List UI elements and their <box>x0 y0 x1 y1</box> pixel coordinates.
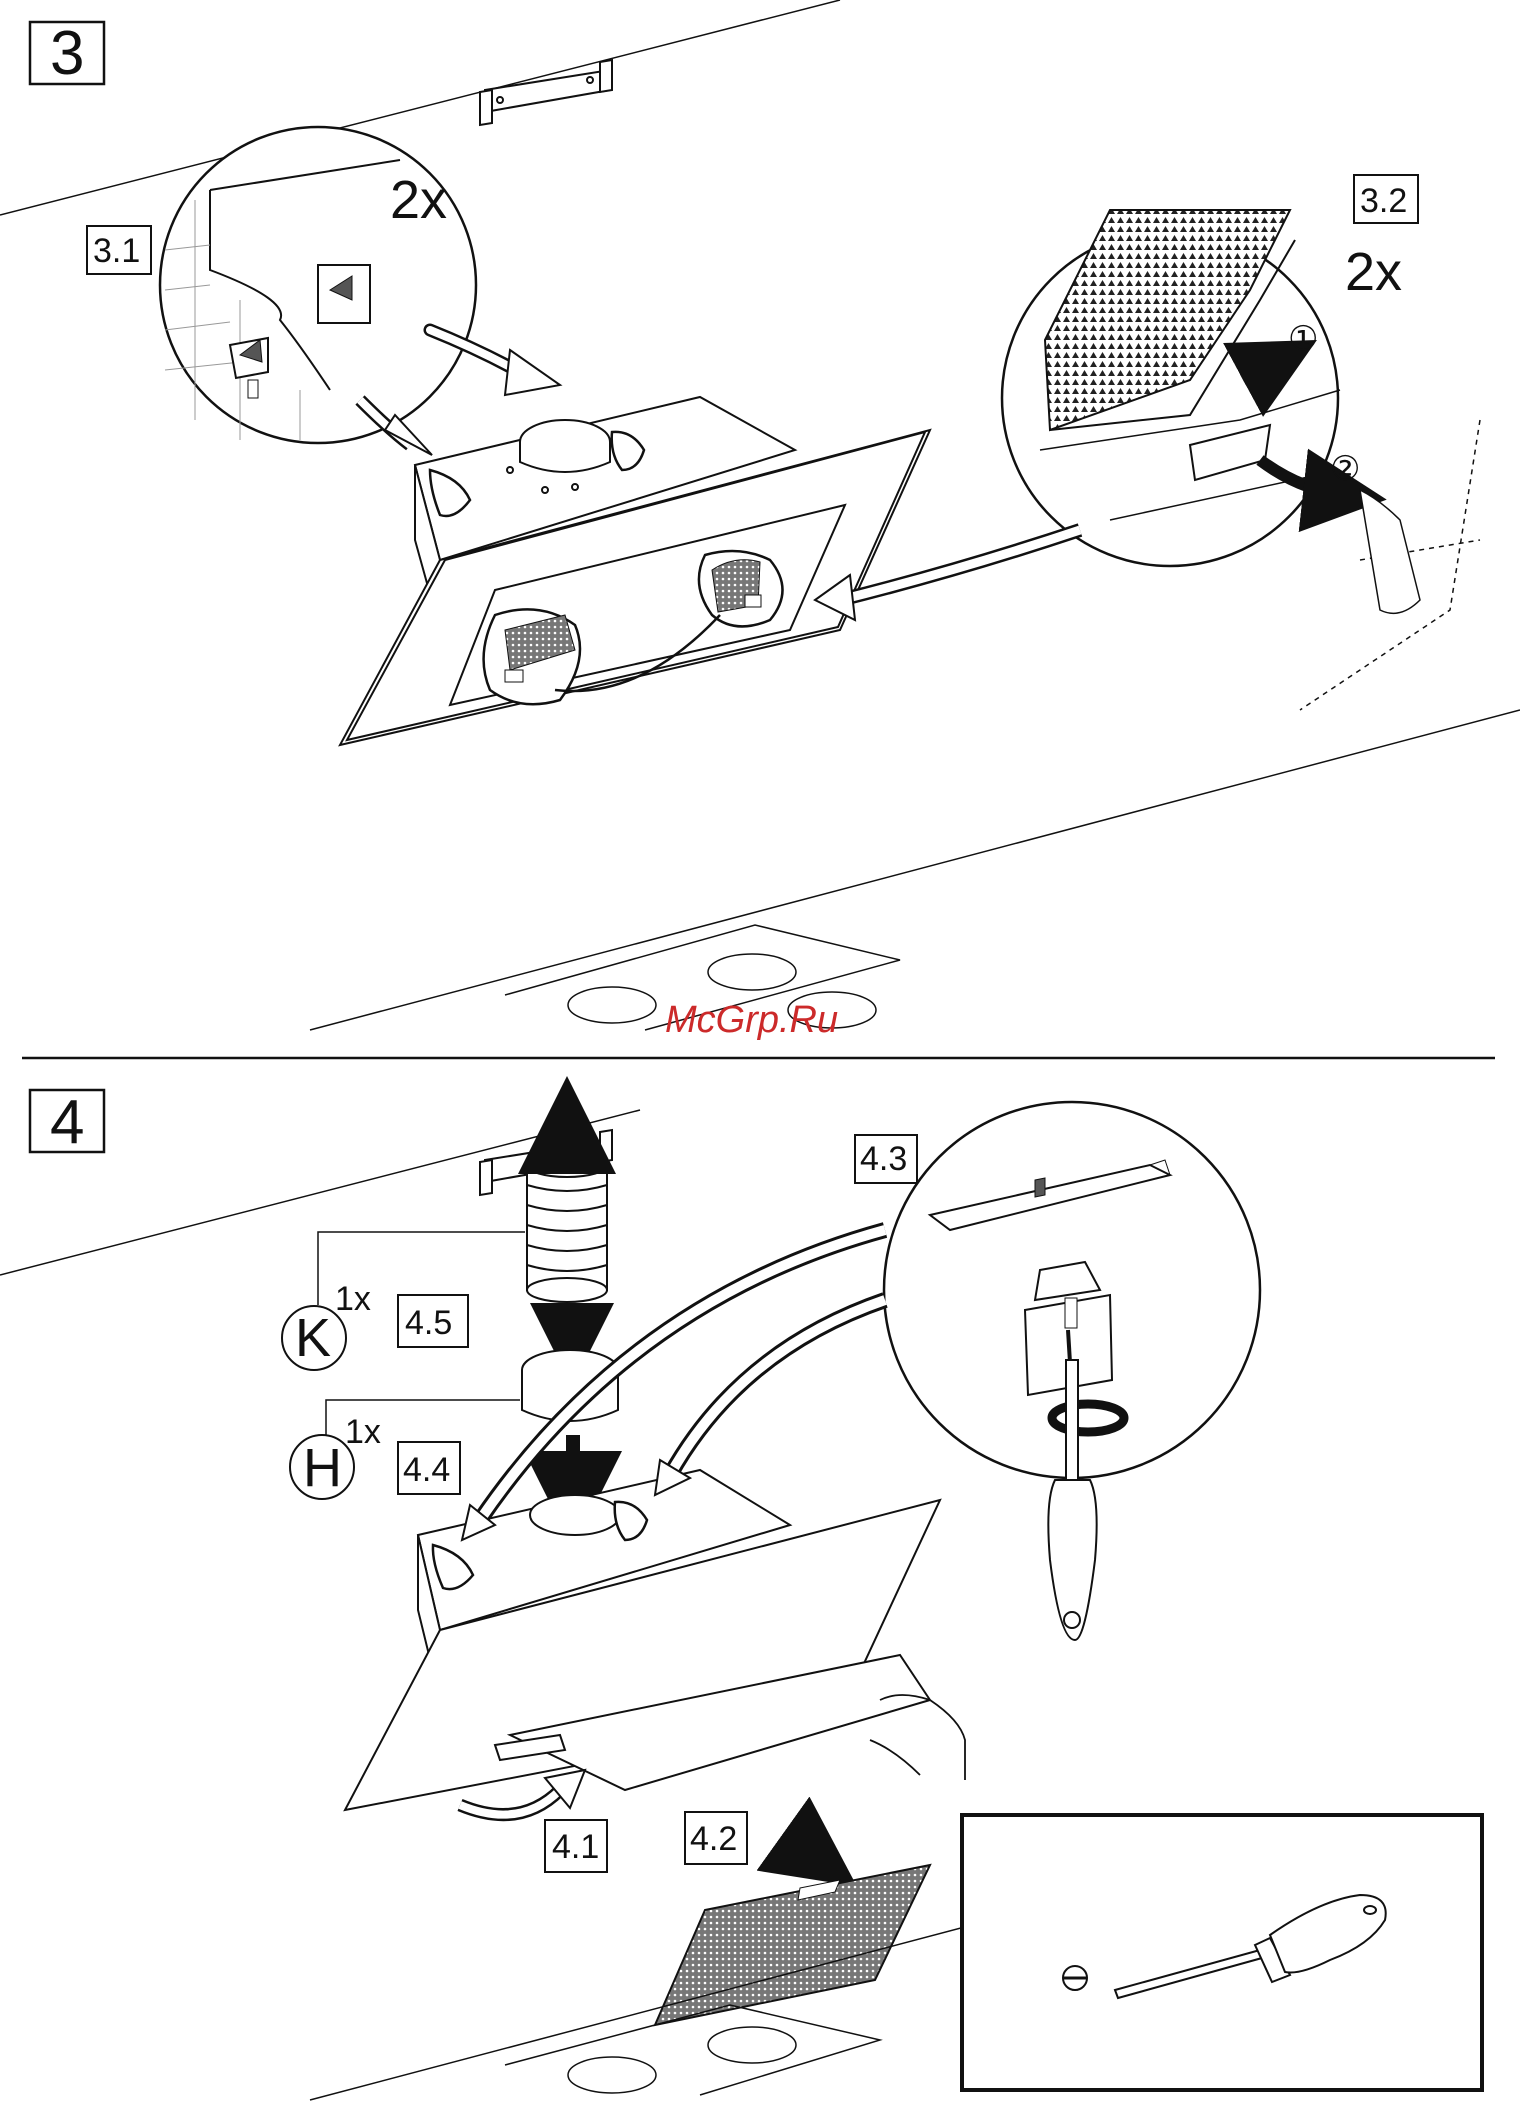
tool-box <box>962 1815 1482 2090</box>
label-4-2: 4.2 <box>690 1820 737 1858</box>
label-4-3: 4.3 <box>860 1140 907 1178</box>
label-3-1: 3.1 <box>93 232 140 270</box>
label-4-1: 4.1 <box>552 1828 599 1866</box>
step-4-number: 4 <box>50 1088 84 1157</box>
part-k-stack <box>527 1153 607 1302</box>
wall-bracket <box>480 60 612 125</box>
hood-step-3 <box>340 397 930 745</box>
grease-filter <box>655 1865 930 2025</box>
label-4-4: 4.4 <box>403 1451 450 1489</box>
step-3: 3 2x <box>0 0 1520 1030</box>
part-k-qty: 1x <box>335 1280 371 1318</box>
label-3-2: 3.2 <box>1360 182 1407 220</box>
watermark: McGrp.Ru <box>665 999 838 1041</box>
part-h-qty: 1x <box>345 1413 381 1451</box>
filter-detail-right <box>699 551 783 626</box>
part-k-letter: K <box>295 1308 331 1368</box>
detail-circle-3-2: 2x ① ② <box>1002 210 1402 566</box>
step-4: 4 K 1x 4.5 H 1x <box>0 1088 1482 2100</box>
step-3-number: 3 <box>50 19 84 88</box>
label-4-5: 4.5 <box>405 1304 452 1342</box>
cooktop-step-4 <box>505 2005 880 2095</box>
part-h-letter: H <box>303 1438 342 1498</box>
step-3-2-marker-2: ② <box>1330 450 1360 488</box>
detail-circle-3-1: 2x <box>160 127 476 443</box>
hood-step-4 <box>345 1470 940 1810</box>
step-3-1-count: 2x <box>390 170 447 230</box>
step-3-2-count: 2x <box>1345 242 1402 302</box>
step-3-2-marker-1: ① <box>1288 320 1318 358</box>
